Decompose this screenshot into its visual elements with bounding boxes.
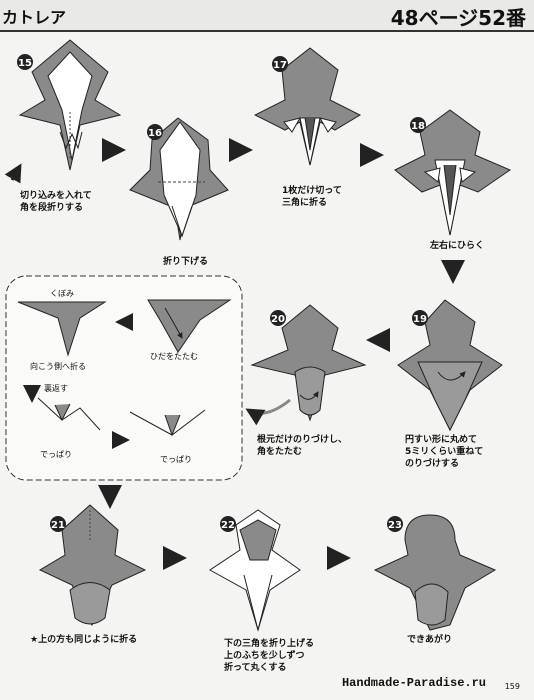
- step-20-figure: 20: [245, 304, 367, 426]
- site-watermark: Handmade-Paradise.ru: [341, 676, 486, 690]
- step-17-caption: 1枚だけ切って 三角に折る: [282, 186, 342, 208]
- detail-turn-over-label: 裏返す: [44, 384, 68, 393]
- step-23-figure: 23: [373, 514, 497, 631]
- step-17-number: 17: [273, 60, 287, 71]
- step-23-number: 23: [388, 520, 402, 531]
- step-16-figure: 16: [129, 117, 229, 241]
- detail-fold-back-label: 向こう側へ折る: [30, 362, 86, 371]
- page-title: カトレア: [2, 8, 67, 27]
- step-20-number: 20: [271, 314, 285, 325]
- step-22-number: 22: [221, 520, 235, 531]
- detail-kubomi-label: くぼみ: [50, 289, 74, 298]
- step-21-number: 21: [51, 520, 65, 531]
- page-reference: 48ページ52番: [390, 6, 526, 30]
- step-21-figure: 21: [38, 485, 147, 627]
- step-18-caption: 左右にひらく: [430, 241, 485, 251]
- step-15-caption: 切り込みを入れて 角を段折りする: [20, 191, 92, 213]
- page-number: 159: [504, 682, 520, 691]
- step-19-caption: 円すい形に丸めて 5ミリくらい重ねて のりづけする: [405, 435, 484, 469]
- step-18-number: 18: [411, 121, 425, 132]
- step-19-figure: 19: [397, 299, 503, 432]
- step-20-caption: 根元だけのりづけし、 角をたたむ: [257, 435, 348, 457]
- page-header: カトレア 48ページ52番: [0, 0, 534, 32]
- step-21-caption: ★上の方も同じように折る: [30, 635, 138, 645]
- step-18-figure: 18: [394, 109, 512, 236]
- detail-fold-pleat-label: ひだをたたむ: [150, 352, 198, 361]
- step-15-badge: [17, 54, 33, 70]
- step-22-figure: 22: [209, 509, 301, 632]
- step-19-number: 19: [413, 314, 427, 325]
- step-15-figure: 15: [4, 39, 122, 184]
- step-16-caption: 折り下げる: [163, 257, 209, 267]
- step-23-caption: できあがり: [407, 635, 453, 645]
- step-17-figure: 17: [253, 47, 362, 166]
- step-15-number: 15: [18, 58, 32, 69]
- step-22-caption: 下の三角を折り上げる 上のふちを少しずつ 折って丸くする: [224, 639, 315, 673]
- detail-box: [5, 275, 243, 481]
- detail-protrude-label-1: でっぱり: [40, 450, 72, 459]
- detail-protrude-label-2: でっぱり: [160, 455, 192, 464]
- step-16-number: 16: [148, 128, 162, 139]
